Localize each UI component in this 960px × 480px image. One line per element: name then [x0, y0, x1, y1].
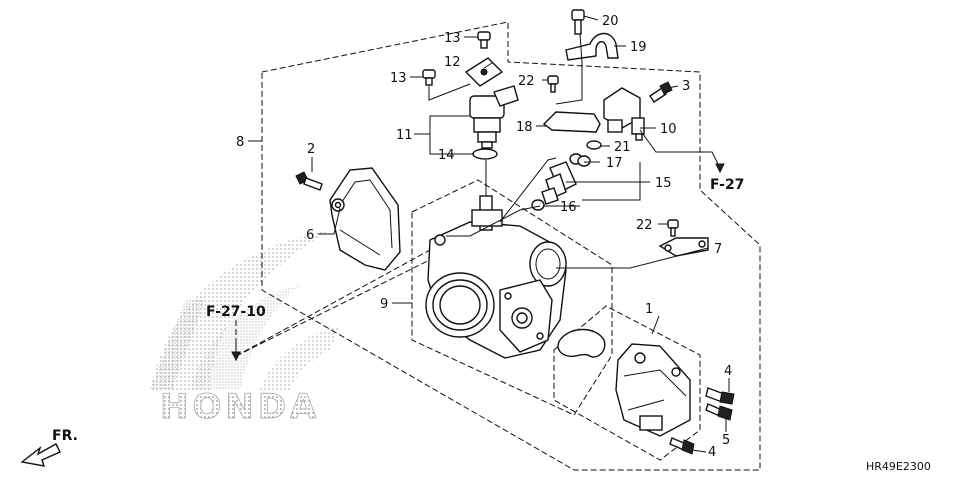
- callout-16: 16: [560, 200, 577, 215]
- callout-3: 3: [682, 79, 690, 94]
- part-bolt-2: [295, 171, 323, 191]
- callout-1: 1: [645, 302, 653, 317]
- part-sensor-11: [469, 85, 519, 149]
- assembly-outline-8: [261, 21, 761, 471]
- part-bolt-22a: [547, 75, 559, 93]
- callout-6: 6: [306, 228, 314, 243]
- part-bolt-22b: [667, 219, 679, 237]
- callout-14: 14: [438, 148, 455, 163]
- part-clamp-19: [565, 32, 619, 61]
- callout-4-top: 4: [724, 364, 732, 379]
- part-plate-7: [658, 237, 709, 257]
- throttle-body-outline-9: [411, 179, 613, 416]
- part-screw-13b: [422, 69, 436, 86]
- part-screw-13a: [477, 31, 491, 49]
- callout-19: 19: [630, 40, 647, 55]
- part-tp-sensor-1: [615, 343, 691, 437]
- part-cover-6: [329, 167, 401, 271]
- honda-watermark: HONDA: [150, 230, 340, 427]
- ref-f2710: F-27-10: [206, 304, 266, 320]
- front-arrow-icon: [20, 443, 61, 467]
- ref-f27: F-27: [710, 177, 744, 193]
- callout-2: 2: [307, 142, 315, 157]
- part-seal-17b: [577, 155, 591, 167]
- callout-5: 5: [722, 433, 730, 448]
- diagram-code: HR49E2300: [866, 460, 931, 473]
- callout-15: 15: [655, 176, 672, 191]
- part-bolt-3: [649, 81, 673, 103]
- part-bolt-20: [571, 9, 585, 35]
- callout-9: 9: [380, 297, 388, 312]
- callout-4-bottom: 4: [708, 445, 716, 460]
- front-direction-label: FR.: [52, 428, 78, 444]
- callout-12: 12: [444, 55, 461, 70]
- callout-21: 21: [614, 140, 631, 155]
- callout-20: 20: [602, 14, 619, 29]
- part-gasket: [557, 328, 606, 358]
- callout-22a: 22: [518, 74, 535, 89]
- part-bracket-18: [542, 111, 601, 133]
- part-seal-16: [531, 199, 545, 211]
- callout-13a: 13: [444, 31, 461, 46]
- sensor-outline-1: [553, 305, 701, 461]
- callout-22b: 22: [636, 218, 653, 233]
- callout-18: 18: [516, 120, 533, 135]
- callout-17: 17: [606, 156, 623, 171]
- part-pipe-10: [603, 87, 645, 141]
- callout-7: 7: [714, 242, 722, 257]
- part-screw-4b: [669, 437, 695, 455]
- front-direction-arrow: FR.: [20, 428, 78, 467]
- callout-10: 10: [660, 122, 677, 137]
- honda-watermark-text: HONDA: [160, 387, 320, 427]
- callout-8: 8: [236, 135, 244, 150]
- part-throttle-body-9: [425, 195, 567, 359]
- part-cap-12: [464, 57, 504, 87]
- part-injector-15: [541, 161, 577, 205]
- callout-11: 11: [396, 128, 413, 143]
- part-screw-4a: [705, 387, 735, 405]
- callout-13b: 13: [390, 71, 407, 86]
- part-screw-5: [705, 403, 733, 421]
- leader-lines: [231, 15, 730, 453]
- part-oring-14: [472, 148, 498, 160]
- part-oring-21: [586, 140, 602, 150]
